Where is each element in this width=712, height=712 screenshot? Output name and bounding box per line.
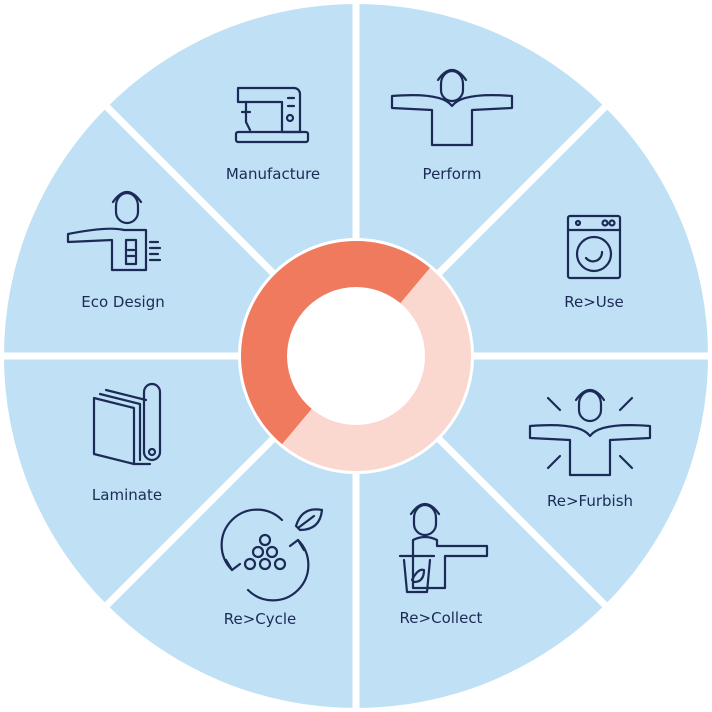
ring-progress (241, 241, 430, 445)
segment-label-perform: Perform (422, 165, 482, 183)
washing-machine-icon (566, 214, 622, 280)
segment-label-eco-design: Eco Design (81, 293, 165, 311)
segment-label-manufacture: Manufacture (225, 165, 321, 183)
divider-bottom-left (101, 434, 278, 611)
divider-top-right (434, 101, 611, 278)
person-zipper-icon (66, 190, 162, 272)
segment-label-laminate: Laminate (91, 486, 163, 504)
center-hole (288, 288, 424, 424)
segment-label-reuse: Re>Use (564, 293, 624, 311)
recycle-leaf-icon (220, 508, 324, 602)
fabric-roll-icon (92, 382, 162, 466)
person-arms-out-icon (390, 68, 514, 147)
divider-bottom-right (434, 434, 611, 611)
segment-label-recycle: Re>Cycle (223, 610, 297, 628)
divider-top-left (101, 101, 278, 278)
segment-label-recollect: Re>Collect (399, 609, 483, 627)
person-bin-icon (398, 502, 489, 594)
segment-label-refurbish: Re>Furbish (546, 492, 634, 510)
sewing-machine-icon (234, 86, 310, 144)
person-refurbish-icon (528, 388, 652, 477)
